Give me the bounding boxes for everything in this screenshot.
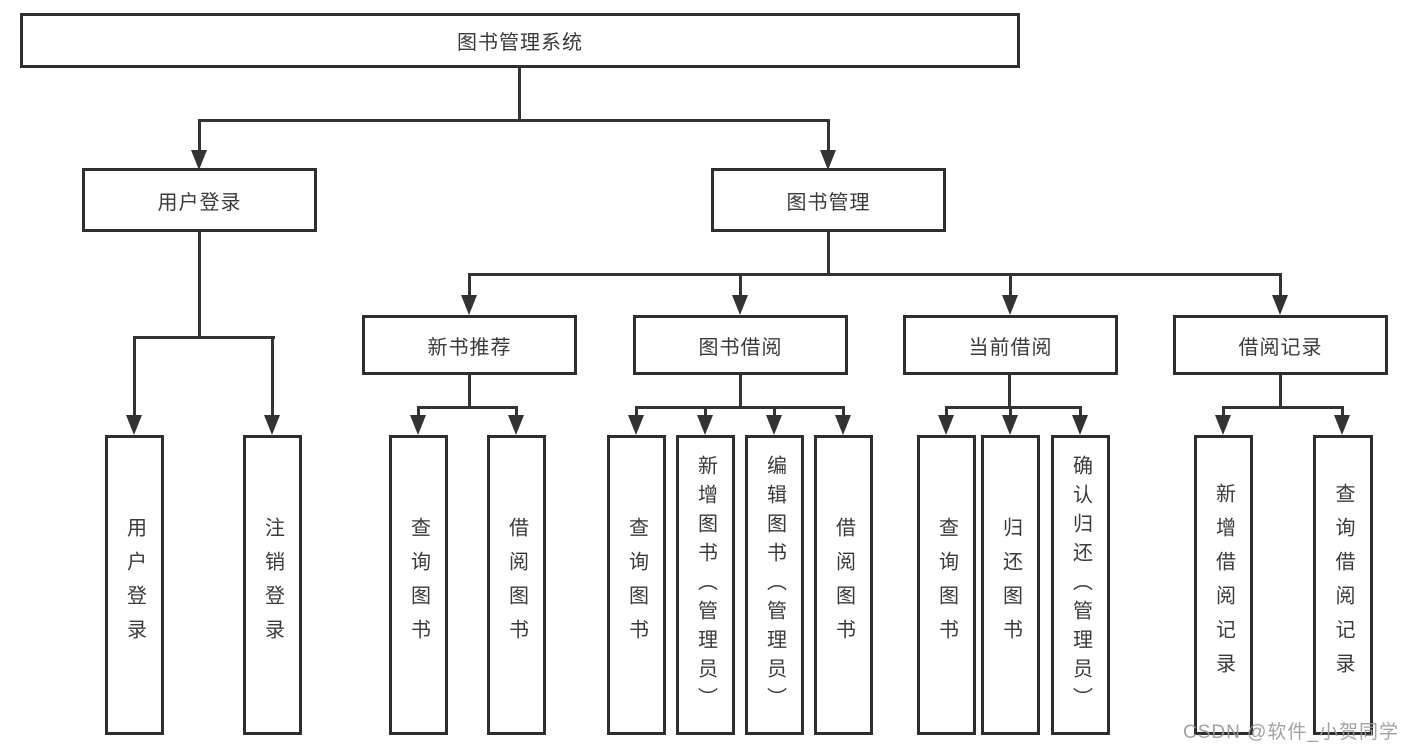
node-label: 用户登录 (157, 191, 242, 214)
arrowhead-down-icon (938, 415, 954, 435)
node-label: 归还图书 (999, 517, 1022, 653)
tree-connector-line (417, 406, 420, 418)
arrowhead-down-icon (1002, 295, 1018, 315)
node-label: 图书管理 (786, 191, 871, 214)
arrowhead-down-icon (766, 415, 782, 435)
tree-connector-line (1009, 273, 1012, 299)
tree-connector-line (133, 336, 136, 418)
node-user-login-leaf: 用户登录 (105, 435, 164, 735)
node-label: 查询图书 (407, 517, 430, 653)
arrowhead-down-icon (1215, 415, 1231, 435)
tree-connector-line (1009, 406, 1012, 418)
tree-connector-line (198, 119, 830, 122)
tree-connector-line (827, 232, 830, 276)
node-bb-borrow-books: 借阅图书 (814, 435, 873, 735)
node-bb-query-books: 查询图书 (607, 435, 666, 735)
tree-connector-line (518, 68, 521, 122)
arrowhead-down-icon (732, 295, 748, 315)
arrowhead-down-icon (820, 150, 836, 170)
watermark: CSDN @软件_小贺同学 (1183, 722, 1399, 743)
tree-connector-line (271, 336, 274, 418)
arrowhead-down-icon (191, 150, 207, 170)
tree-connector-line (1279, 375, 1282, 408)
tree-connector-line (133, 336, 275, 339)
tree-connector-line (945, 406, 948, 418)
arrowhead-down-icon (126, 415, 142, 435)
arrowhead-down-icon (461, 295, 477, 315)
node-cb-confirm-return-admin: 确认归还（管理员） (1051, 435, 1110, 735)
node-library-management-system: 图书管理系统 (20, 13, 1020, 68)
node-label: 注销登录 (261, 517, 284, 653)
tree-connector-line (739, 375, 742, 408)
tree-connector-line (1222, 406, 1225, 418)
node-label: 图书借阅 (698, 336, 783, 359)
arrowhead-down-icon (264, 415, 280, 435)
tree-connector-line (469, 273, 1282, 276)
arrowhead-down-icon (628, 415, 644, 435)
arrowhead-down-icon (1002, 415, 1018, 435)
tree-connector-line (842, 406, 845, 418)
node-logout: 注销登录 (243, 435, 302, 735)
node-cb-return-books: 归还图书 (981, 435, 1040, 735)
tree-connector-line (946, 406, 1082, 409)
node-br-query-record: 查询借阅记录 (1313, 435, 1373, 735)
tree-connector-line (1223, 406, 1344, 409)
tree-connector-line (1279, 273, 1282, 299)
node-label: 新书推荐 (427, 336, 512, 359)
arrowhead-down-icon (1072, 415, 1088, 435)
node-label: 用户登录 (123, 517, 146, 653)
node-bb-edit-books-admin: 编辑图书（管理员） (745, 435, 804, 735)
node-rec-query-books: 查询图书 (389, 435, 448, 735)
node-label: 编辑图书（管理员） (763, 454, 786, 716)
node-current-borrowing: 当前借阅 (903, 315, 1118, 375)
node-label: 新增借阅记录 (1212, 483, 1235, 687)
tree-connector-line (468, 375, 471, 408)
node-label: 图书管理系统 (457, 32, 583, 54)
node-label: 借阅记录 (1238, 336, 1323, 359)
arrowhead-down-icon (1272, 295, 1288, 315)
arrowhead-down-icon (508, 415, 524, 435)
arrowhead-down-icon (835, 415, 851, 435)
node-new-book-recommend: 新书推荐 (362, 315, 577, 375)
node-bb-add-books-admin: 新增图书（管理员） (676, 435, 735, 735)
node-label: 查询图书 (625, 517, 648, 653)
node-label: 新增图书（管理员） (694, 454, 717, 716)
node-book-borrowing: 图书借阅 (633, 315, 848, 375)
node-label: 当前借阅 (968, 336, 1053, 359)
tree-connector-line (198, 232, 201, 339)
tree-connector-line (704, 406, 707, 418)
node-label: 确认归还（管理员） (1069, 454, 1092, 716)
tree-connector-line (773, 406, 776, 418)
tree-connector-line (739, 273, 742, 299)
tree-connector-line (468, 273, 471, 299)
tree-connector-line (198, 119, 201, 155)
tree-connector-line (827, 119, 830, 155)
tree-connector-line (1079, 406, 1082, 418)
node-label: 查询图书 (935, 517, 958, 653)
tree-connector-line (1008, 375, 1011, 408)
tree-connector-line (1341, 406, 1344, 418)
node-cb-query-books: 查询图书 (917, 435, 976, 735)
arrowhead-down-icon (1334, 415, 1350, 435)
node-label: 借阅图书 (505, 517, 528, 653)
arrowhead-down-icon (410, 415, 426, 435)
node-label: 查询借阅记录 (1332, 483, 1354, 687)
tree-connector-line (515, 406, 518, 418)
node-label: 借阅图书 (832, 517, 855, 653)
node-borrowing-records: 借阅记录 (1173, 315, 1388, 375)
tree-connector-line (418, 406, 518, 409)
node-rec-borrow-books: 借阅图书 (487, 435, 546, 735)
tree-connector-line (636, 406, 845, 409)
node-user-login-branch: 用户登录 (82, 168, 317, 232)
node-br-add-record: 新增借阅记录 (1194, 435, 1253, 735)
arrowhead-down-icon (697, 415, 713, 435)
tree-connector-line (635, 406, 638, 418)
node-book-management: 图书管理 (711, 168, 946, 232)
